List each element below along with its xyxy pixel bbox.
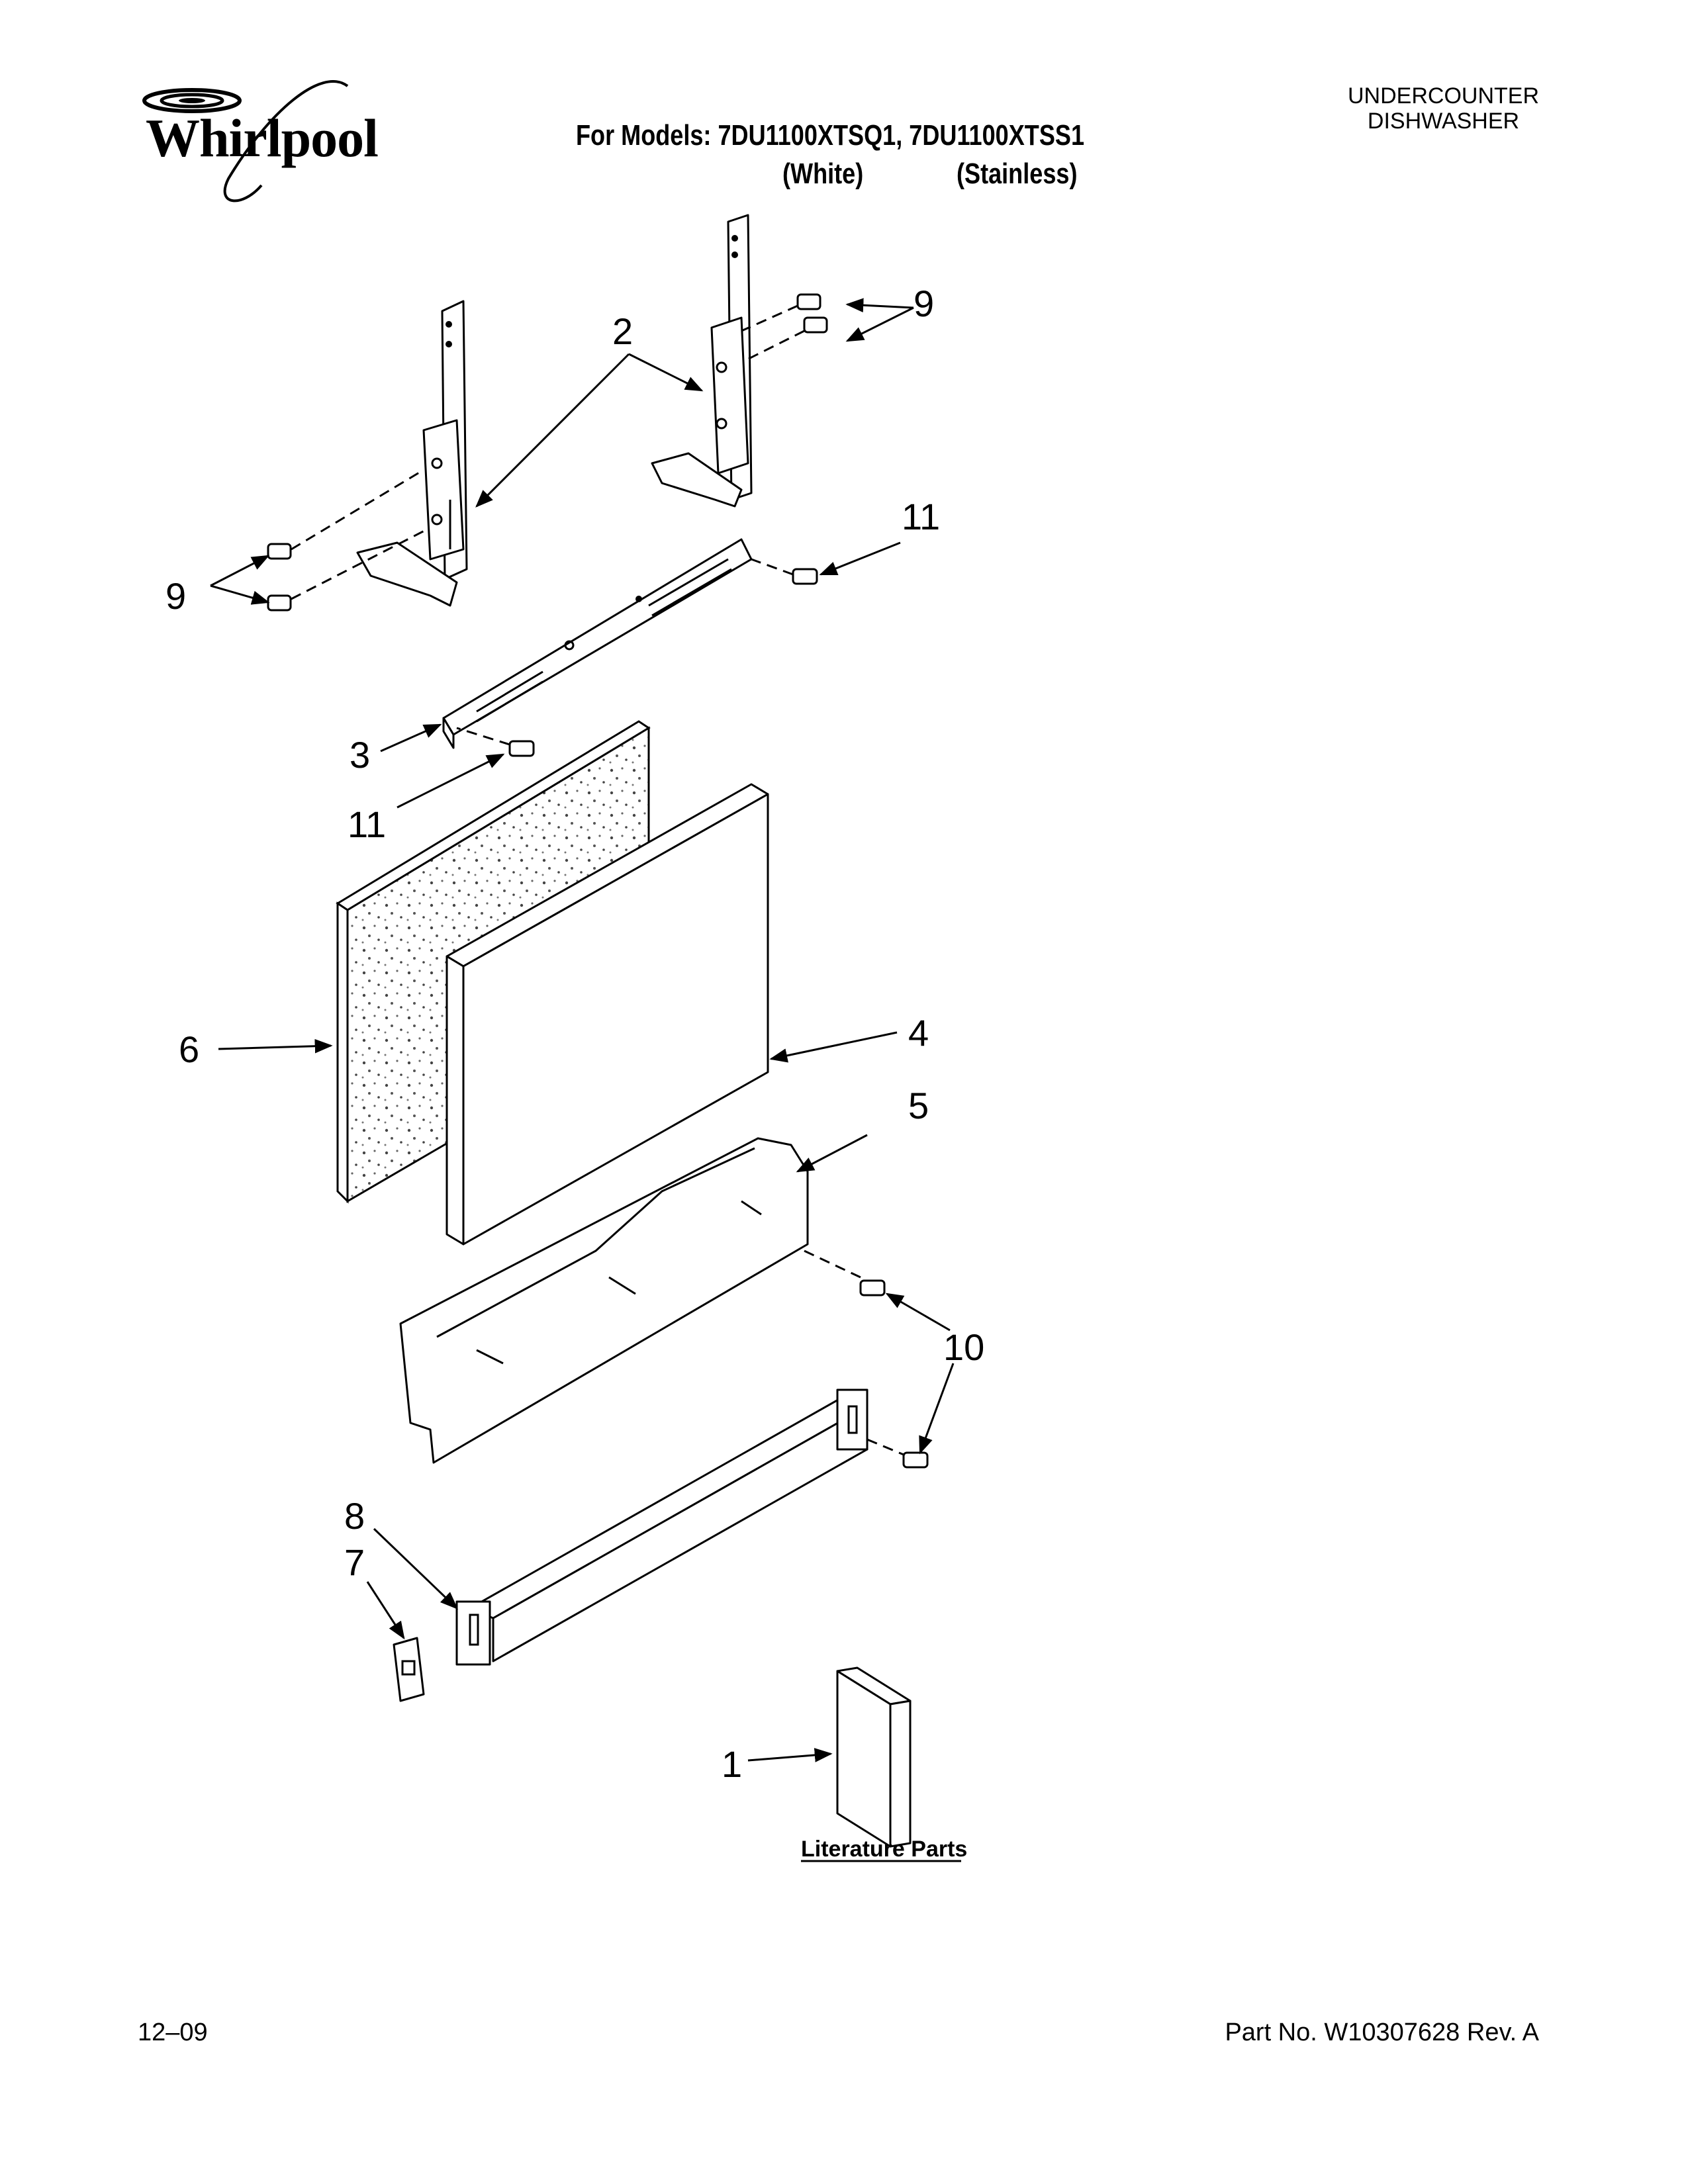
callout-11-left: 11	[348, 803, 386, 845]
whirlpool-logo: Whirlpool	[129, 73, 394, 212]
screw-11-right	[751, 558, 818, 585]
screw-11-left	[456, 727, 535, 757]
screw-10-upper	[859, 1279, 886, 1297]
callout-6: 6	[179, 1028, 199, 1070]
variant-stainless: (Stainless)	[957, 158, 1078, 190]
callout-1: 1	[722, 1743, 742, 1785]
door-panel	[445, 783, 769, 1246]
callout-8: 8	[344, 1495, 365, 1537]
screw-9-left-upper	[267, 469, 424, 560]
callout-2: 2	[612, 310, 633, 352]
literature-parts-label: Literature Parts	[801, 1837, 967, 1862]
callout-3: 3	[350, 734, 370, 776]
brand-name: Whirlpool	[146, 108, 379, 168]
product-type: UNDERCOUNTER DISHWASHER	[1348, 83, 1539, 134]
models-title: For Models: 7DU1100XTSQ1, 7DU1100XTSS1	[576, 119, 1085, 152]
leader-lines	[210, 298, 955, 1762]
door-rail	[442, 538, 753, 749]
screw-10-lower	[902, 1451, 929, 1469]
callout-11-right: 11	[902, 496, 940, 537]
product-type-line2: DISHWASHER	[1367, 109, 1520, 134]
literature-book	[836, 1666, 912, 1848]
revision-date: 12–09	[138, 2019, 208, 2046]
callout-9-right: 9	[914, 283, 934, 324]
swirl-icon	[142, 80, 349, 203]
part-number: Part No. W10307628 Rev. A	[1225, 2019, 1539, 2046]
callout-9-left: 9	[165, 575, 186, 617]
left-door-bracket	[356, 300, 468, 607]
callout-5: 5	[908, 1085, 929, 1126]
right-door-bracket	[651, 214, 753, 508]
variant-white: (White)	[782, 158, 864, 190]
callout-4: 4	[908, 1012, 929, 1054]
toe-panel-clip	[393, 1637, 425, 1702]
screw-9-right-upper	[741, 293, 821, 332]
screw-9-right-lower	[744, 316, 828, 362]
callout-7: 7	[344, 1541, 365, 1583]
callout-10: 10	[943, 1326, 984, 1368]
toe-panel	[455, 1388, 908, 1666]
toe-panel-bracket	[399, 1137, 861, 1464]
product-type-line1: UNDERCOUNTER	[1348, 83, 1539, 109]
